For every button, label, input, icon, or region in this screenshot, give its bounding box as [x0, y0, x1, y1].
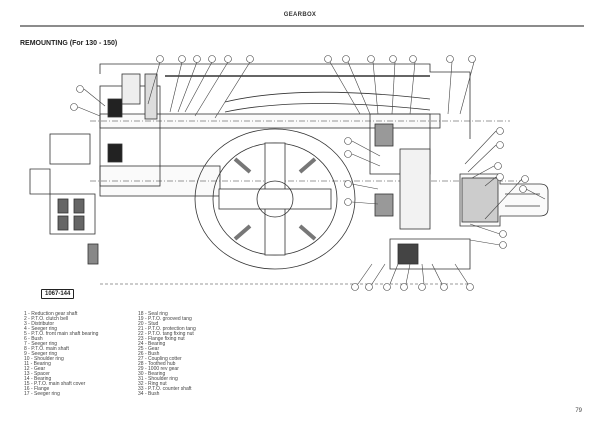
- legend-item: 21 - P.T.O. protection tang: [138, 326, 196, 332]
- legend-item: 11 - Bearing: [24, 361, 51, 367]
- callout-25: [344, 150, 381, 167]
- legend-item: 6 - Bush: [24, 336, 43, 342]
- legend-item: 8 - P.T.O. main shaft: [24, 346, 69, 352]
- legend-item: 5 - P.T.O. front main shaft bearing: [24, 331, 99, 337]
- legend-item: 2 - P.T.O. clutch bell: [24, 316, 69, 322]
- legend-item: 32 - Ring nut: [138, 381, 167, 387]
- callout-7: [194, 55, 232, 117]
- callout-8: [214, 55, 254, 119]
- callout-17: [467, 141, 504, 173]
- legend-item: 18 - Seal ring: [138, 311, 168, 317]
- callout-15: [459, 55, 476, 115]
- callout-9: [324, 55, 361, 115]
- callout-33: [431, 263, 448, 291]
- callout-29: [365, 263, 386, 291]
- callout-16: [464, 127, 504, 165]
- callout-34: [454, 263, 474, 291]
- callout-23: [469, 239, 507, 249]
- legend-item: 12 - Gear: [24, 366, 46, 372]
- legend-item: 19 - P.T.O. grooved tang: [138, 316, 192, 322]
- legend-item: 27 - Coupling cotter: [138, 356, 182, 362]
- legend-item: 3 - Distributor: [24, 321, 55, 327]
- callout-1: [76, 85, 106, 107]
- legend-item: 28 - Toothed hub: [138, 361, 176, 367]
- differential-assembly: [194, 128, 356, 270]
- callout-21: [519, 185, 546, 200]
- callout-27: [344, 198, 379, 206]
- legend-item: 20 - Stud: [138, 321, 159, 327]
- callout-6: [184, 55, 216, 113]
- legend-item: 13 - Spacer: [24, 371, 50, 377]
- legend-item: 30 - Bearing: [138, 371, 166, 377]
- legend-item: 22 - P.T.O. tang fixing nut: [138, 331, 194, 337]
- gearbox-cross-section-diagram: [29, 55, 549, 291]
- legend-item: 17 - Seeger ring: [24, 391, 60, 397]
- callout-10: [342, 55, 371, 115]
- callout-30: [383, 263, 399, 291]
- legend-item: 25 - Gear: [138, 346, 160, 352]
- callout-11: [367, 55, 379, 115]
- callout-5: [177, 55, 201, 113]
- callout-24: [344, 137, 381, 157]
- legend-item: 1 - Reduction gear shaft: [24, 311, 78, 317]
- callout-13: [409, 55, 417, 115]
- header-rule: [20, 25, 584, 27]
- legend-item: 14 - Bearing: [24, 376, 52, 382]
- legend-item: 10 - Shoulder ring: [24, 356, 64, 362]
- page-header-title: GEARBOX: [283, 12, 317, 18]
- callout-14: [446, 55, 454, 115]
- legend-item: 29 - 1000 rev gear: [138, 366, 179, 372]
- callout-22: [469, 223, 507, 238]
- legend-item: 15 - P.T.O. main shaft cover: [24, 381, 86, 387]
- callout-31: [400, 263, 411, 291]
- callout-20: [484, 175, 529, 220]
- legend-item: 34 - Bush: [138, 391, 160, 397]
- legend-item: 24 - Bearing: [138, 341, 166, 347]
- figure-code-label: 1067-144: [41, 289, 75, 299]
- housing-outline: [99, 63, 471, 139]
- callout-19: [484, 173, 504, 187]
- legend-item: 33 - P.T.O. counter shaft: [138, 386, 192, 392]
- legend-column-1: 1 - Reduction gear shaft 2 - P.T.O. clut…: [24, 312, 98, 397]
- legend-item: 7 - Seeger ring: [24, 341, 58, 347]
- legend-item: 23 - Flange fixing nut: [138, 336, 185, 342]
- page-number: 79: [575, 408, 582, 414]
- callout-32: [418, 263, 426, 291]
- legend-item: 9 - Seeger ring: [24, 351, 58, 357]
- legend-item: 26 - Bush: [138, 351, 160, 357]
- callout-2: [70, 103, 101, 117]
- callout-3: [147, 55, 164, 105]
- legend-item: 4 - Seeger ring: [24, 326, 58, 332]
- legend-item: 31 - Shoulder ring: [138, 376, 178, 382]
- callout-4: [169, 55, 186, 113]
- legend-item: 16 - Flange: [24, 386, 50, 392]
- callout-28: [351, 263, 373, 291]
- section-title: REMOUNTING (For 130 - 150): [20, 40, 118, 47]
- legend-column-2: 18 - Seal ring 19 - P.T.O. grooved tang …: [138, 312, 196, 397]
- callout-12: [389, 55, 397, 115]
- callout-26: [344, 180, 379, 190]
- callout-18: [471, 162, 502, 179]
